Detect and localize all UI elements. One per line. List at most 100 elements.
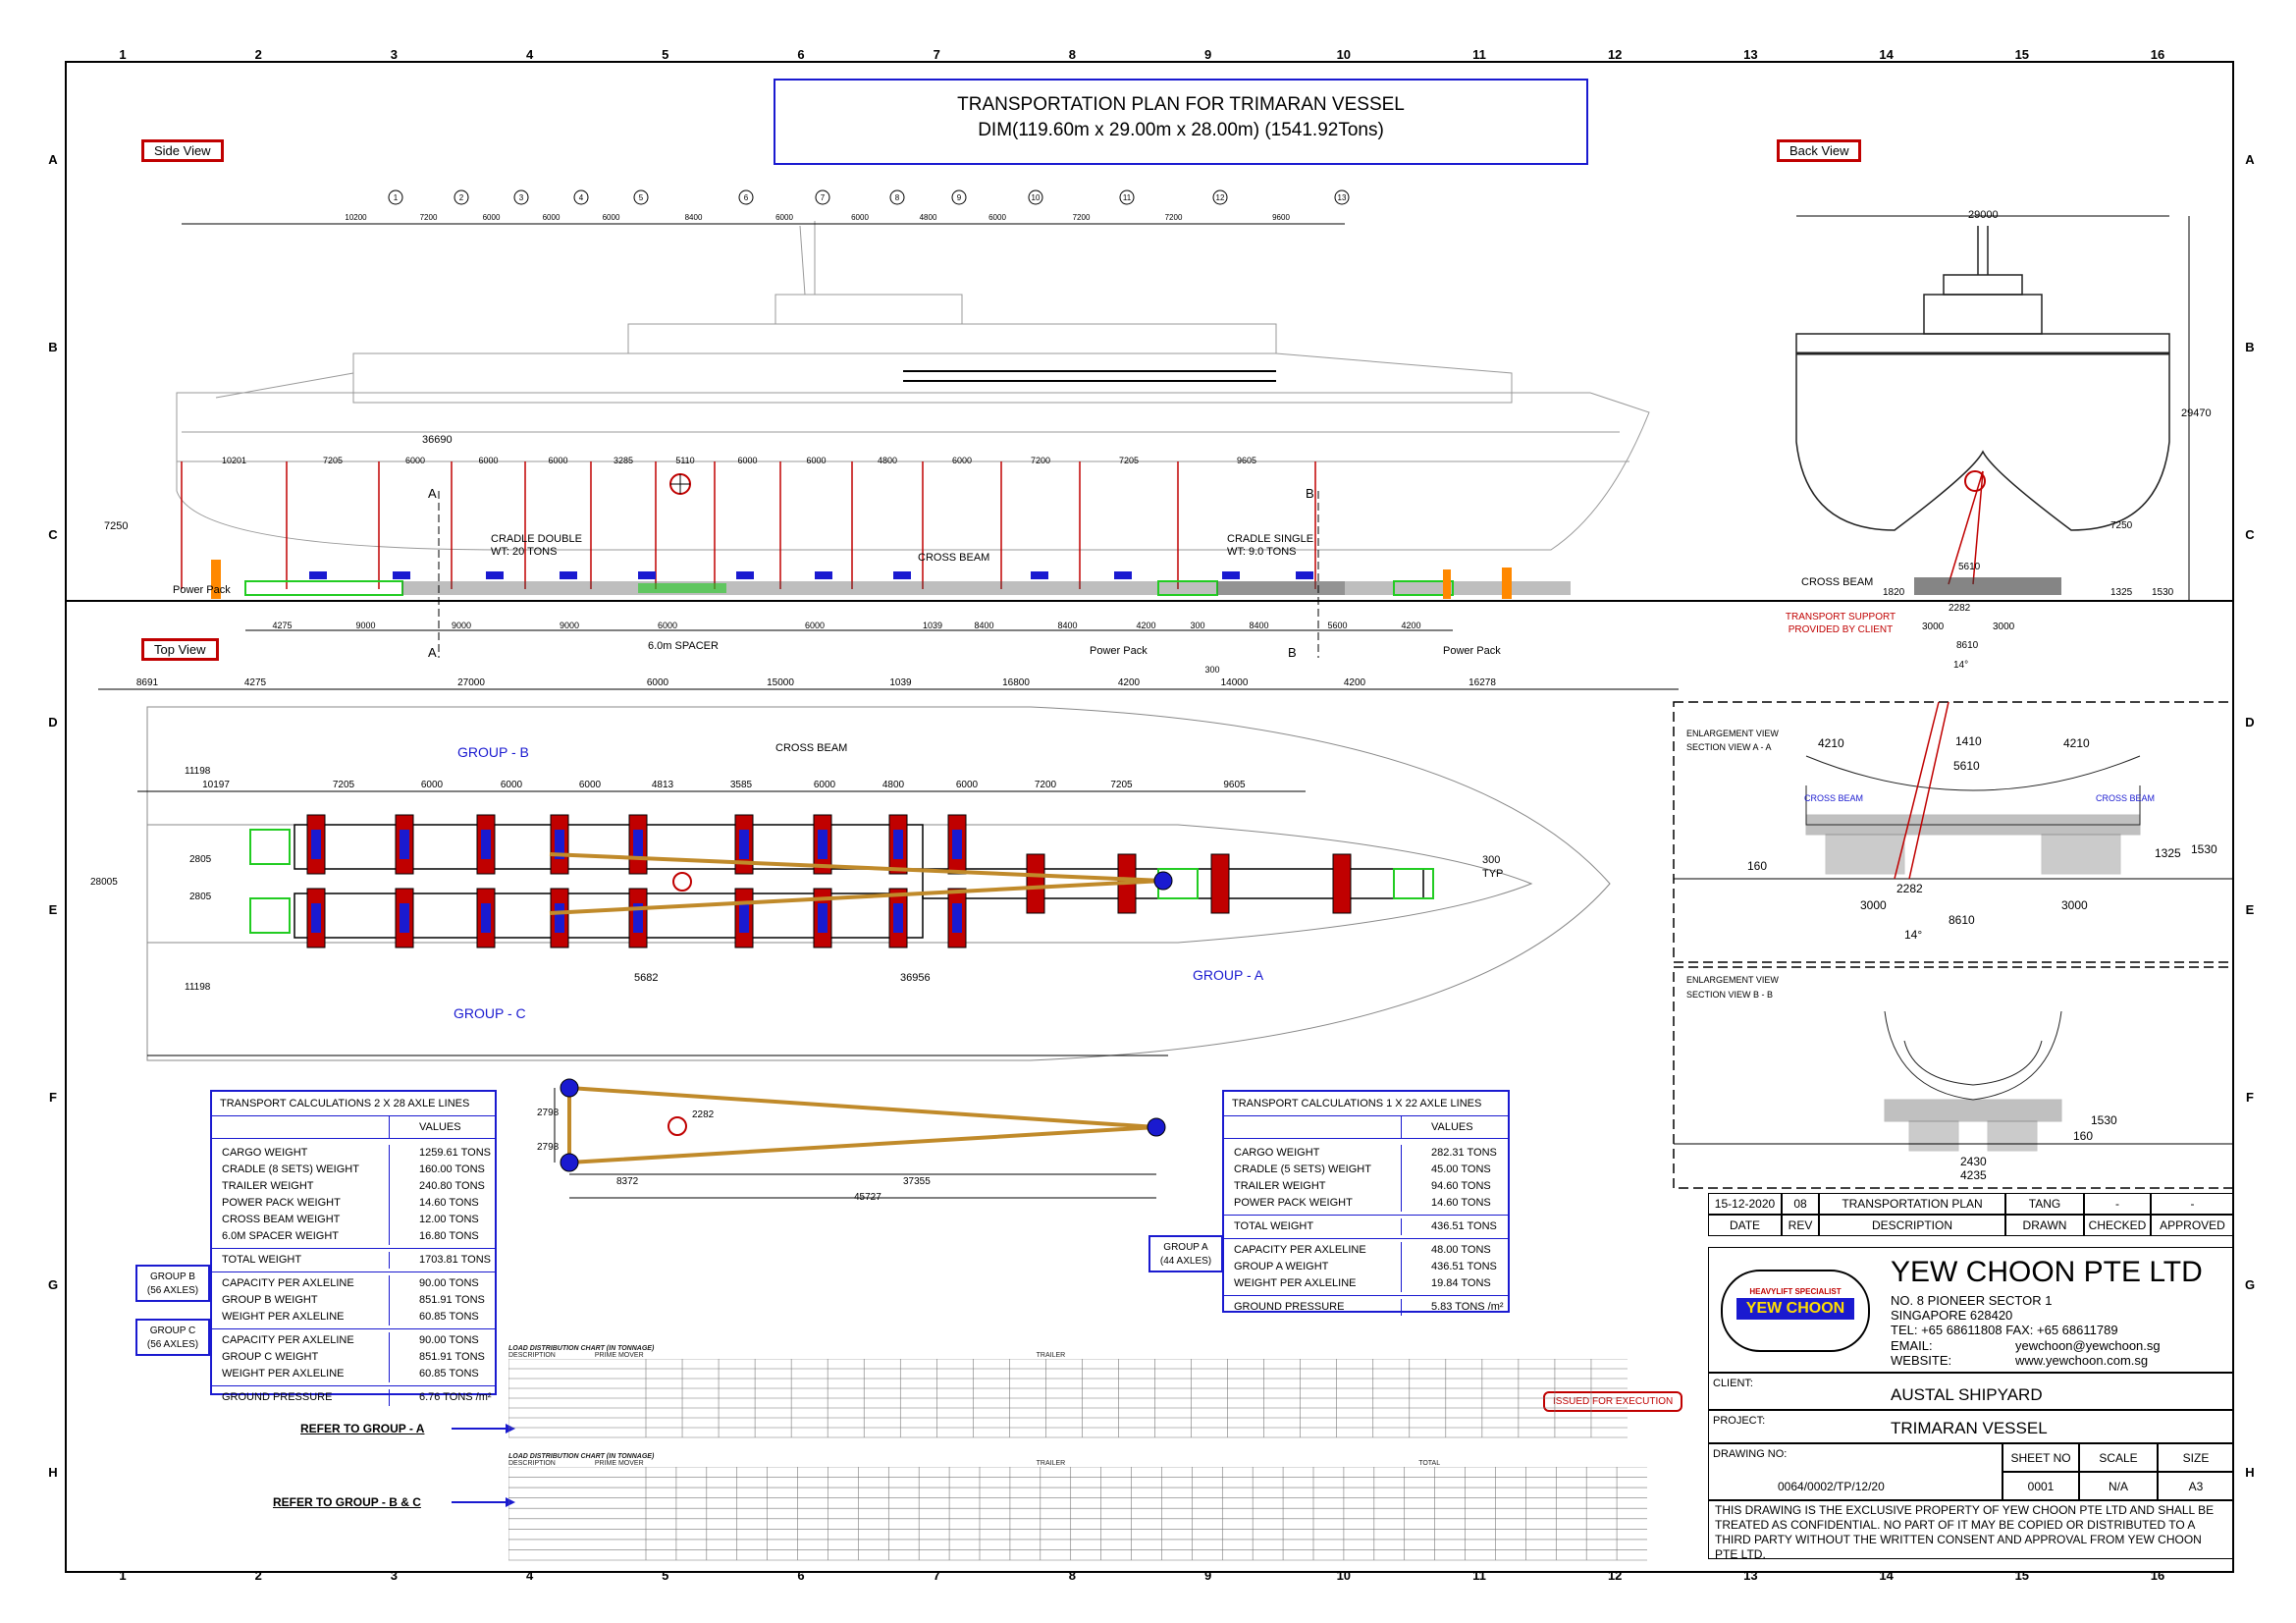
frame-marker-13 [1334, 189, 1350, 205]
side-lower-dim-1: 7205 [323, 456, 343, 465]
side-height-dim: 7250 [104, 520, 129, 532]
top-dim-9: 4200 [1344, 677, 1366, 688]
top-view-trailer-group-b [294, 824, 924, 870]
calc-right-row-value: 45.00 TONS [1431, 1163, 1491, 1175]
transport-calc-left: TRANSPORT CALCULATIONS 2 X 28 AXLE LINES… [210, 1090, 497, 1406]
project-label: PROJECT: [1713, 1415, 1766, 1427]
tb-client-block: CLIENT: AUSTAL SHIPYARD [1708, 1373, 2234, 1410]
grid-number-6: 6 [797, 47, 805, 62]
section-bb-drawing [1884, 1010, 2062, 1152]
client-name: AUSTAL SHIPYARD [1891, 1385, 2043, 1404]
provided-by-client-line: PROVIDED BY CLIENT [1788, 624, 1894, 635]
group-b-tag: GROUP B (56 AXLES) [135, 1265, 210, 1302]
side-lower-dim-9: 4800 [878, 456, 897, 465]
top-inner-dim-2: 6000 [421, 780, 444, 790]
side-overall-dim: 36690 [422, 434, 453, 446]
company-website[interactable]: www.yewchoon.com.sg [2015, 1353, 2149, 1368]
grid-letter-G: G [47, 1277, 59, 1292]
dist-bc-grid [507, 1466, 1647, 1561]
frame-number-3: 3 [519, 193, 524, 202]
calc-right-row-value: 19.84 TONS [1431, 1277, 1491, 1289]
calc-left-row-key: TRAILER WEIGHT [212, 1178, 390, 1195]
grid-number-15: 15 [2014, 47, 2030, 62]
power-pack-label-right: Power Pack [1443, 645, 1501, 657]
side-lower-dim-12: 7205 [1119, 456, 1139, 465]
tb-drawing-no-block: DRAWING NO: 0064/0002/TP/12/20 [1708, 1443, 2002, 1500]
grid-letter-H: H [48, 1465, 58, 1480]
calc-left-separator-4 [212, 1385, 495, 1386]
cradle-pad-3-1 [555, 903, 564, 933]
frame-spacing-10: 7200 [1073, 213, 1091, 222]
top-inner-dim-7: 6000 [814, 780, 836, 790]
dist-bc-total: TOTAL [1418, 1460, 1441, 1467]
side-bottom-dim-3: 9000 [560, 621, 579, 630]
calc-right-row-key: WEIGHT PER AXLELINE [1224, 1275, 1402, 1292]
frame-marker-10 [1028, 189, 1043, 205]
dist-a-prime: PRIME MOVER [594, 1352, 644, 1359]
company-email[interactable]: yewchoon@yewchoon.sg [2015, 1338, 2161, 1353]
side-bottom-dim-4: 6000 [658, 621, 677, 630]
section-aa-frame [1673, 701, 2234, 963]
back-dim-3000a: 3000 [1922, 622, 1945, 632]
section-aa-cross-beam-left: CROSS BEAM [1804, 793, 1864, 803]
back-view-vessel [1795, 226, 2170, 531]
top-side-dim-3: 2805 [189, 892, 212, 902]
frame-marker-8 [889, 189, 905, 205]
calc-left-row-value: 851.91 TONS [419, 1294, 485, 1306]
grid-number-14: 14 [1879, 1568, 1894, 1583]
side-lower-dim-13: 9605 [1237, 456, 1256, 465]
side-bottom-dim-7: 8400 [974, 621, 993, 630]
transport-support-line: TRANSPORT SUPPORT [1785, 612, 1896, 622]
grid-number-5: 5 [662, 1568, 669, 1583]
top-dim-4: 15000 [767, 677, 794, 688]
calc-left-row-key: POWER PACK WEIGHT [212, 1195, 390, 1212]
side-lower-dim-4: 6000 [548, 456, 567, 465]
grid-number-4: 4 [525, 47, 534, 62]
group-c-tag-line-2: (56 AXLES) [146, 1339, 199, 1350]
calc-left-row-value: 851.91 TONS [419, 1351, 485, 1363]
top-inner-dim-11: 7205 [1110, 780, 1133, 790]
company-address-2: SINGAPORE 628420 [1891, 1308, 2013, 1323]
logo-tagline: HEAVYLIFT SPECIALIST [1749, 1287, 1842, 1296]
tb-project-block: PROJECT: TRIMARAN VESSEL [1708, 1410, 2234, 1443]
top-inner-dim-3: 6000 [501, 780, 523, 790]
top-inner-dim-0: 10197 [202, 780, 230, 790]
company-address-1: NO. 8 PIONEER SECTOR 1 [1891, 1293, 2053, 1308]
calc-right-row-value: 5.83 TONS /m² [1431, 1301, 1504, 1313]
back-view-trailer [1914, 577, 2061, 595]
grid-letter-D: D [48, 715, 58, 730]
grid-letter-F: F [2246, 1090, 2254, 1105]
frame-marker-11 [1119, 189, 1135, 205]
company-logo: HEAVYLIFT SPECIALIST YEW CHOON [1721, 1270, 1870, 1352]
group-c-tag: GROUP C (56 AXLES) [135, 1319, 210, 1356]
project-name: TRIMARAN VESSEL [1891, 1419, 2048, 1437]
grid-number-10: 10 [1336, 47, 1352, 62]
side-lower-dim-7: 6000 [737, 456, 757, 465]
calc-right-row-value: 282.31 TONS [1431, 1147, 1497, 1159]
top-dim-7: 4200 [1118, 677, 1141, 688]
cradle-pad-5-0 [739, 830, 749, 859]
company-name: YEW CHOON PTE LTD [1891, 1256, 2203, 1288]
cradle-12-0 [1332, 853, 1352, 914]
calc-left-row-value: 12.00 TONS [419, 1214, 479, 1225]
refer-group-bc: REFER TO GROUP - B & C [273, 1495, 421, 1509]
section-a-dim-0: 4210 [1818, 736, 1844, 750]
confidentiality-notice: THIS DRAWING IS THE EXCLUSIVE PROPERTY O… [1708, 1500, 2234, 1561]
calc-right-row-key: GROUND PRESSURE [1224, 1299, 1402, 1316]
tb-h-drawn: DRAWN [2005, 1215, 2084, 1236]
cradle-9-0 [1026, 853, 1045, 914]
side-bottom-dim-9: 4200 [1136, 621, 1155, 630]
frame-number-1: 1 [394, 193, 399, 202]
section-aa-drawing [1805, 755, 2141, 875]
calc-left-row-key: WEIGHT PER AXLELINE [212, 1366, 390, 1382]
top-side-dim-1: 28005 [90, 877, 118, 888]
group-c-tag-line-1: GROUP C [149, 1325, 196, 1336]
calc-right-row-key: CRADLE (5 SETS) WEIGHT [1224, 1162, 1402, 1178]
calc-left-row-key: TOTAL WEIGHT [212, 1252, 390, 1269]
section-bb-frame [1673, 966, 2234, 1189]
section-a-dim-5: 2282 [1896, 882, 1923, 895]
section-a-dim-1: 1410 [1955, 734, 1982, 748]
